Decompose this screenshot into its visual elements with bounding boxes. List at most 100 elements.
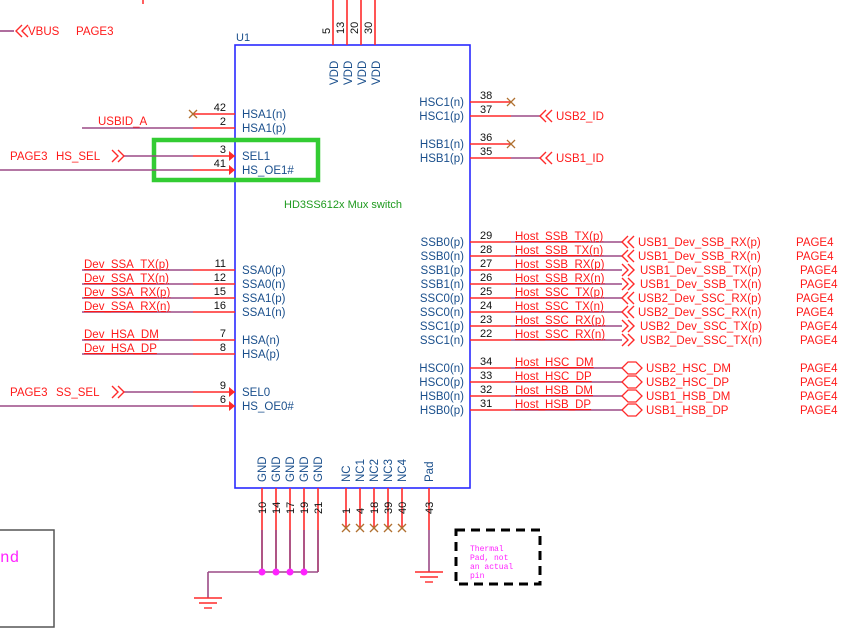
pin-bottom[interactable]: GND 14 xyxy=(271,456,283,572)
pin-name: VDD xyxy=(371,61,383,85)
pin-number: 5 xyxy=(321,28,333,34)
pin-name: SSC0(p) xyxy=(420,293,464,305)
ic-part-label: HD3SS612x Mux switch xyxy=(284,199,402,211)
pin-number: 12 xyxy=(214,272,226,284)
pin-right[interactable]: 28SSB0(n)Host_SSB_TX(n)USB1_Dev_SSB_RX(n… xyxy=(421,244,835,263)
pin-name: HSC1(p) xyxy=(419,111,464,123)
pin-number: 43 xyxy=(424,502,436,514)
port-label: USB2_Dev_SSC_RX(p) xyxy=(638,293,762,305)
pin-right[interactable]: 23SSC1(p)Host_SSC_RX(p)USB2_Dev_SSC_TX(p… xyxy=(420,314,838,333)
port-bidir-icon xyxy=(621,361,643,375)
port-out-icon xyxy=(111,385,119,399)
pin-right[interactable]: 26SSB1(n)Host_SSB_RX(n)USB1_Dev_SSB_TX(n… xyxy=(421,272,839,291)
pin-name: HSA(n) xyxy=(242,335,280,347)
net-label: Dev_HSA_DP xyxy=(84,343,157,355)
pin-right[interactable]: 22SSC1(n)Host_SSC_RX(n)USB2_Dev_SSC_TX(n… xyxy=(420,328,838,347)
pin-right[interactable]: 27SSB1(p)Host_SSB_RX(p)USB1_Dev_SSB_TX(p… xyxy=(421,258,839,277)
note-line: Pad, not xyxy=(470,554,508,563)
junction-dot xyxy=(272,568,280,576)
net-label: Dev_SSA_TX(p) xyxy=(84,259,169,271)
pin-right[interactable]: 25SSC0(p)Host_SSC_TX(p)USB2_Dev_SSC_RX(p… xyxy=(420,286,834,305)
net-label: Host_SSC_RX(n) xyxy=(515,329,605,341)
net-label: Host_SSC_TX(n) xyxy=(515,301,604,313)
pin-number: 14 xyxy=(271,502,283,514)
input-arrow-icon xyxy=(229,387,235,397)
pin-name: SSB0(n) xyxy=(421,251,465,263)
pin-right[interactable]: 29SSB0(p)Host_SSB_TX(p)USB1_Dev_SSB_RX(p… xyxy=(421,230,835,249)
pin-name: HSB1(n) xyxy=(420,139,464,151)
page-ref: PAGE4 xyxy=(800,363,838,375)
pin-name: HS_OE0# xyxy=(242,401,294,413)
net-label: Dev_SSA_TX(n) xyxy=(84,273,169,285)
pin-name: SEL0 xyxy=(242,387,270,399)
pin-name: SSA0(n) xyxy=(242,279,286,291)
ic-body[interactable] xyxy=(234,44,471,489)
pin-name: GND xyxy=(271,456,283,482)
pin-bottom[interactable]: NC1 xyxy=(341,465,353,533)
pin-name: GND xyxy=(299,456,311,482)
pin-number: 22 xyxy=(480,328,492,340)
pin-name: SSC1(n) xyxy=(420,335,464,347)
pin-name: HSA(p) xyxy=(242,349,280,361)
pin-name: NC1 xyxy=(355,459,367,482)
pin-name: SSA1(p) xyxy=(242,293,286,305)
pin-name: HSC0(n) xyxy=(419,363,464,375)
pin-name: VDD xyxy=(329,61,341,85)
ground-symbol xyxy=(415,571,443,583)
port-label: USB1_Dev_SSB_RX(p) xyxy=(638,237,761,249)
pin-name: HSB0(p) xyxy=(420,405,464,417)
port-out-icon xyxy=(621,277,629,291)
pin-name: GND xyxy=(257,456,269,482)
net-label: Host_SSC_RX(p) xyxy=(515,315,605,327)
vbus-page: PAGE3 xyxy=(76,26,114,38)
port-label: USB2_Dev_SSC_TX(p) xyxy=(640,321,762,333)
port-label: USB1_Dev_SSB_TX(n) xyxy=(640,279,762,291)
pin-number: 18 xyxy=(369,502,381,514)
net-label: Host_HSB_DM xyxy=(515,385,593,397)
highlight-box[interactable] xyxy=(151,137,321,183)
net-label: Host_HSC_DP xyxy=(515,371,592,383)
pin-right[interactable]: 24SSC0(n)Host_SSC_TX(n)USB2_Dev_SSC_RX(n… xyxy=(420,300,834,319)
pin-number: 29 xyxy=(480,230,492,242)
pin-left[interactable]: 6HS_OE0# xyxy=(0,394,294,413)
port-out-icon xyxy=(621,333,629,347)
net-label: SS_SEL xyxy=(56,387,100,399)
vbus-port[interactable]: VBUS PAGE3 xyxy=(0,24,114,38)
net-label: Host_HSB_DP xyxy=(515,399,591,411)
pin-name: HS_OE1# xyxy=(242,165,294,177)
pin-number: 7 xyxy=(220,328,226,340)
